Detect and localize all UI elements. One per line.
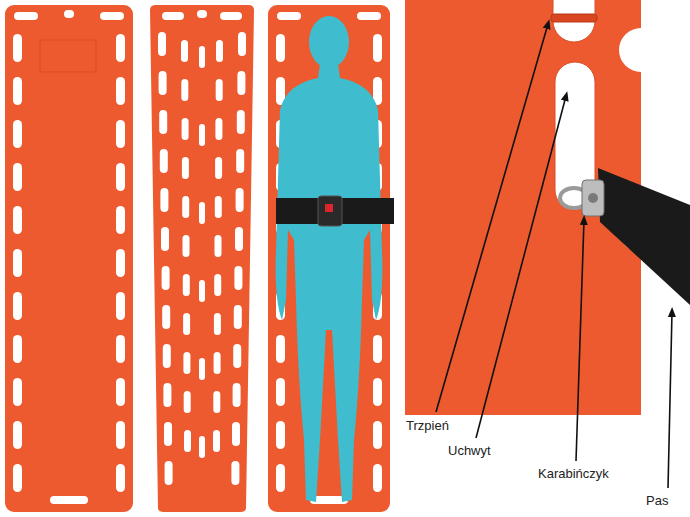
carabiner bbox=[560, 180, 604, 216]
body-strap bbox=[276, 196, 394, 226]
strap bbox=[598, 168, 690, 305]
part-label: Trzpień bbox=[406, 418, 449, 434]
tapered-spine-board bbox=[150, 5, 254, 512]
pin bbox=[551, 14, 597, 22]
spine-board bbox=[268, 5, 390, 512]
part-label: Uchwyt bbox=[448, 443, 491, 459]
board-label-area bbox=[40, 40, 96, 72]
leader-lines bbox=[436, 24, 672, 488]
part-label: Pas bbox=[646, 493, 668, 509]
part-label: Karabińczyk bbox=[538, 466, 609, 482]
board-slots bbox=[158, 10, 246, 485]
board-slots bbox=[276, 12, 382, 504]
spine-board bbox=[5, 5, 133, 512]
board-slots bbox=[13, 10, 125, 504]
patient-silhouette bbox=[276, 16, 383, 502]
